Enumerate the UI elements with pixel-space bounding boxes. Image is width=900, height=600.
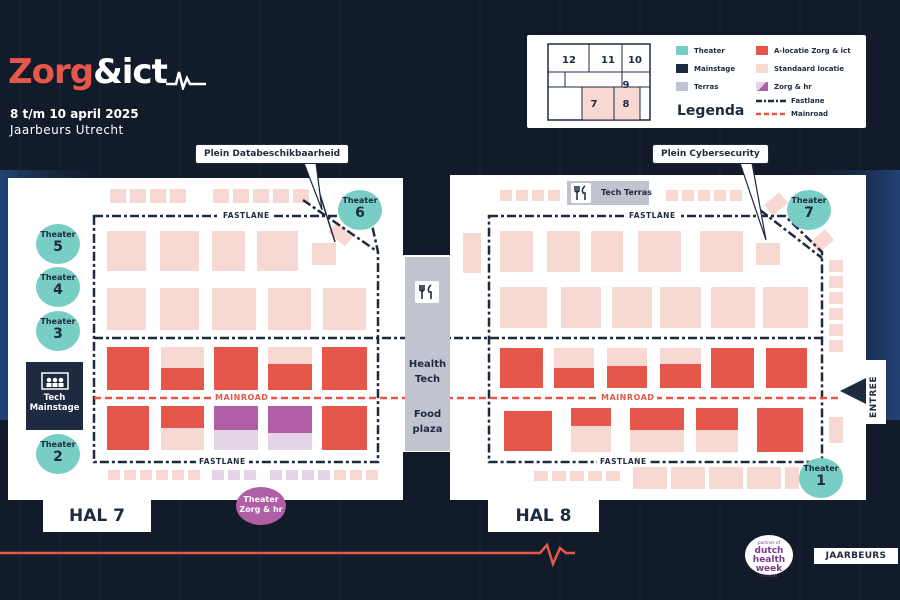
legend-swatch-theater xyxy=(676,46,688,55)
plaza-label-tech: Tech xyxy=(414,374,441,385)
fastlane-label-hall7-bottom: FASTLANE xyxy=(196,457,249,466)
logo-text-ict: ict xyxy=(121,52,168,92)
fastlane-diagonal-7 xyxy=(302,198,379,254)
theater-2-label: Theater xyxy=(40,440,76,449)
theater-7-number: 7 xyxy=(804,205,814,221)
theater-3-number: 3 xyxy=(53,326,63,342)
legend-label-standaard: Standaard locatie xyxy=(774,65,845,73)
fastlane-label-hall8-bottom: FASTLANE xyxy=(597,457,650,466)
theater-6-number: 6 xyxy=(355,205,365,221)
fastlane-label-hall8-top: FASTLANE xyxy=(626,211,679,220)
legend-line-samples xyxy=(756,99,788,116)
plaza-label-food: Food xyxy=(413,409,442,420)
entree-arrow xyxy=(840,378,866,404)
theater-1-label: Theater xyxy=(803,464,839,473)
legend-label-fastlane: Fastlane xyxy=(791,97,825,105)
theater-zorg-hr-label-1: Theater xyxy=(243,495,279,504)
entree-label: ENTREE xyxy=(869,375,879,418)
mainstage-label-2: Mainstage xyxy=(29,403,80,413)
dhw-text-week: week xyxy=(755,564,783,574)
theater-1-number: 1 xyxy=(816,473,826,489)
tech-terras-label: Tech Terras xyxy=(601,188,652,197)
fastlane-label-hall7-top: FASTLANE xyxy=(220,211,273,220)
theater-4-number: 4 xyxy=(53,282,63,298)
callout-plein-cybersecurity: Plein Cybersecurity xyxy=(652,144,769,164)
legend-hall-map xyxy=(547,43,651,121)
theater-5-label: Theater xyxy=(40,230,76,239)
legend-label-zorg-hr: Zorg & hr xyxy=(774,83,812,91)
theater-7-label: Theater xyxy=(791,196,827,205)
legend-hall-10: 10 xyxy=(628,55,642,66)
zorg-ict-logo: Zorg&ict xyxy=(8,52,168,92)
fastlane-hall-8 xyxy=(487,214,824,464)
hall-7-label: HAL 7 xyxy=(43,500,151,532)
event-venue: Jaarbeurs Utrecht xyxy=(10,123,124,137)
legend-label-mainstage: Mainstage xyxy=(694,65,736,73)
tech-mainstage: Tech Mainstage xyxy=(26,362,83,430)
theater-3-label: Theater xyxy=(40,317,76,326)
legend-label-terras: Terras xyxy=(694,83,719,91)
mainroad-label-hall7: MAINROAD xyxy=(212,393,272,402)
jaarbeurs-logo: JAARBEURS xyxy=(814,548,898,564)
dhw-city-text: Utrecht xyxy=(760,574,778,579)
dutch-health-week-logo: partner of dutch health week Utrecht xyxy=(745,535,793,579)
hall-8-label: HAL 8 xyxy=(488,500,599,532)
dhw-partner-text: partner of xyxy=(757,541,781,546)
tech-terras: Tech Terras xyxy=(567,181,652,205)
event-date: 8 t/m 10 april 2025 xyxy=(10,107,139,121)
mainroad-label-hall8: MAINROAD xyxy=(598,393,658,402)
legend-hall-11: 11 xyxy=(601,55,615,66)
fork-knife-icon xyxy=(415,281,439,303)
fork-knife-icon xyxy=(571,183,591,203)
callout-plein-databeschikbaarheid: Plein Databeschikbaarheid xyxy=(195,144,350,164)
legend-swatch-standaard xyxy=(756,64,768,73)
legend-hall-8: 8 xyxy=(622,99,630,110)
logo-text-zorg: Zorg xyxy=(8,52,94,92)
legend-label-mainroad: Mainroad xyxy=(791,110,829,118)
theater-2-number: 2 xyxy=(53,449,63,465)
legend-panel: 12 11 10 9 7 8 Theater Mainstage Terras … xyxy=(527,35,866,128)
legend-label-theater: Theater xyxy=(694,47,725,55)
footer-heartbeat-line xyxy=(0,542,575,568)
legend-swatch-zorg-hr xyxy=(756,82,768,91)
legend-swatch-a-locatie xyxy=(756,46,768,55)
theater-5-number: 5 xyxy=(53,239,63,255)
theater-6-label: Theater xyxy=(342,196,378,205)
theater-4-label: Theater xyxy=(40,273,76,282)
fastlane-diagonal-8 xyxy=(759,209,823,259)
legend-swatch-terras xyxy=(676,82,688,91)
plaza-label-plaza: plaza xyxy=(412,424,443,435)
entree-sign: ENTREE xyxy=(866,360,886,424)
legend-hall-7: 7 xyxy=(590,99,598,110)
heartbeat-icon xyxy=(166,71,206,90)
legend-hall-12: 12 xyxy=(562,55,576,66)
plaza-label-health: Health xyxy=(408,359,447,370)
audience-icon xyxy=(40,372,69,390)
legend-title: Legenda xyxy=(677,103,745,119)
theater-zorg-hr-label-2: Zorg & hr xyxy=(239,505,283,514)
legend-hall-9: 9 xyxy=(622,80,630,91)
health-tech-food-plaza: Health Tech Food plaza xyxy=(405,257,450,451)
mainstage-label-1: Tech xyxy=(43,393,66,403)
dhw-text-dutch: dutch xyxy=(754,546,784,556)
legend-swatch-mainstage xyxy=(676,64,688,73)
logo-text-amp: & xyxy=(93,52,123,92)
legend-label-a-locatie: A-locatie Zorg & ict xyxy=(774,47,851,55)
dhw-text-health: health xyxy=(752,555,786,565)
